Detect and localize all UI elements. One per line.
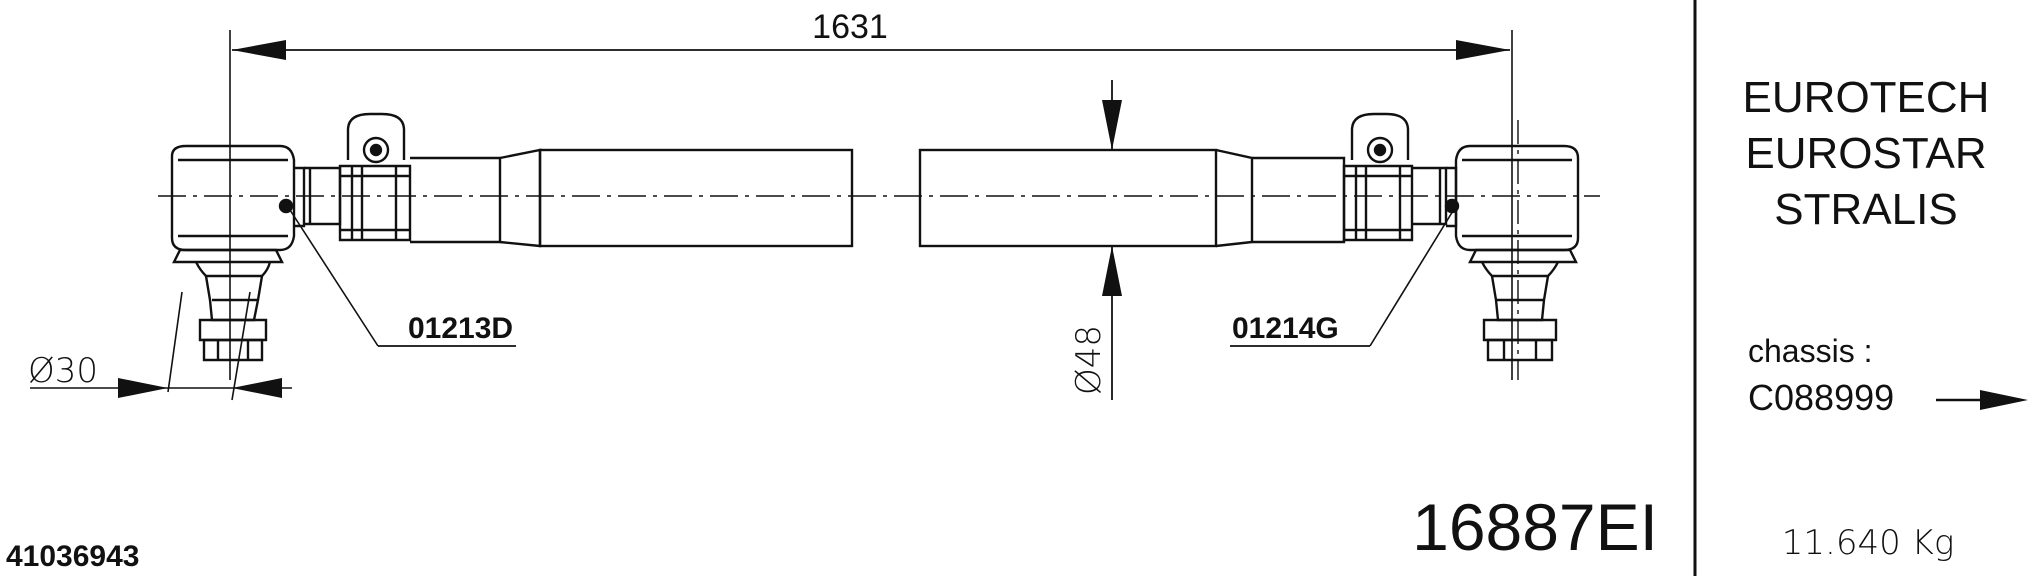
ball-stud-diameter-label: Ø30 xyxy=(28,351,98,391)
length-dimension: 1631 xyxy=(229,8,1513,380)
tube-diameter-dimension: Ø48 xyxy=(1069,80,1122,400)
left-part-leader: 01213D xyxy=(289,209,516,347)
chassis-value: C088999 xyxy=(1748,377,1894,418)
right-ball-joint xyxy=(1444,144,1580,362)
right-part-ref: 01214G xyxy=(1232,312,1339,345)
right-part-leader: 01214G xyxy=(1230,205,1457,347)
left-part-ref: 01213D xyxy=(408,312,513,345)
chassis-arrow-icon xyxy=(1936,390,2028,410)
weight-label: 11.640 Kg xyxy=(1782,523,1954,563)
chassis-label: chassis : xyxy=(1748,333,1872,369)
model-line-2: EUROSTAR xyxy=(1745,129,1986,178)
model-line-3: STRALIS xyxy=(1774,185,1957,234)
model-line-1: EUROTECH xyxy=(1743,73,1990,122)
main-reference-number: 16887EI xyxy=(1412,490,1658,564)
left-clamp xyxy=(304,112,542,248)
tube-diameter-label: Ø48 xyxy=(1069,325,1109,395)
overall-length-label: 1631 xyxy=(812,8,888,46)
right-clamp xyxy=(1215,112,1448,248)
left-ball-joint xyxy=(170,144,306,362)
tube-left-segment xyxy=(538,148,854,248)
oe-number: 41036943 xyxy=(6,540,139,573)
tube-right-segment xyxy=(918,148,1218,248)
ball-stud-diameter-dimension: Ø30 xyxy=(28,291,292,401)
application-list: EUROTECH EUROSTAR STRALIS xyxy=(1743,73,1990,234)
